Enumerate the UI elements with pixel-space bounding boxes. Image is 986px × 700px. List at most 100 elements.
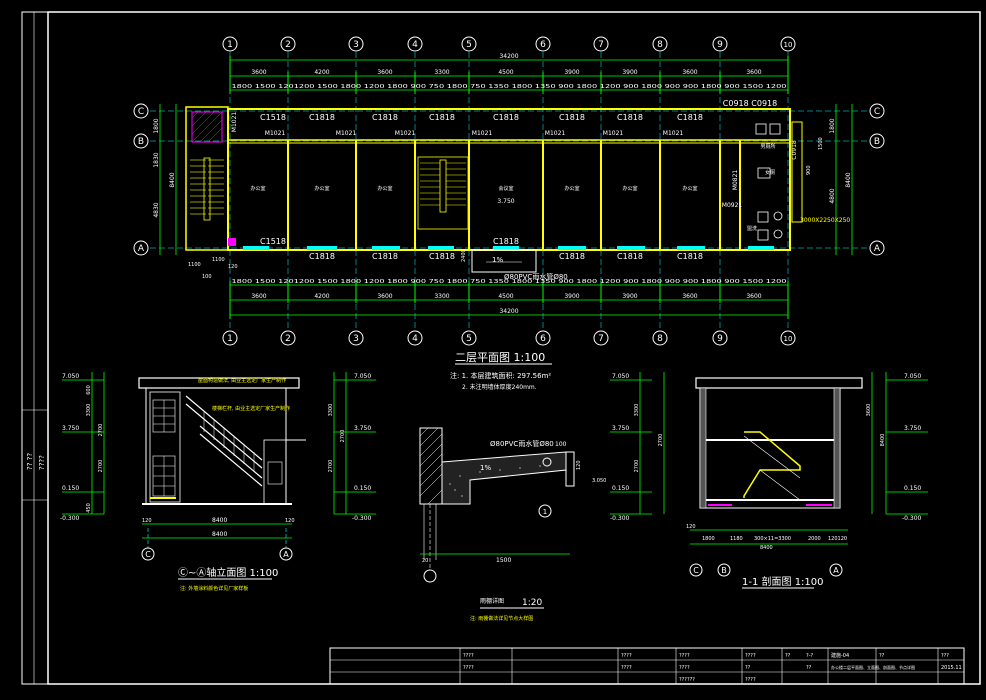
plan-left-dim-2: 1830 <box>153 152 160 167</box>
plan-left-dim-3: 4830 <box>153 202 160 217</box>
axis-label-3-bottom: 3 <box>353 334 359 344</box>
tb-cell-3: ???? <box>679 653 690 659</box>
axis-label-1-bottom: 1 <box>227 334 233 344</box>
section-level-ground-right: -0.300 <box>902 515 922 522</box>
door-label-wc2: M0921 <box>722 202 743 209</box>
elev-base-dim-2: 8400 <box>212 517 227 524</box>
axis-label-2-top: 2 <box>285 40 291 50</box>
section-dim-left-1: 3300 <box>634 404 640 417</box>
detail-note: 注: 雨棚做法详见节点大样图 <box>470 615 533 622</box>
plan-dim-bottom-3: 3600 <box>377 293 392 300</box>
plan-dim-bottom-2: 4200 <box>314 293 329 300</box>
axis-label-3-top: 3 <box>353 40 359 50</box>
elev-dim-left-3: 2700 <box>98 424 104 437</box>
window-label-bottom-2: C1818 <box>309 252 335 261</box>
plan-note-2: 2. 未注明墙体厚度240mm. <box>462 383 537 391</box>
section-dim-right-2: 8400 <box>880 434 886 447</box>
detail-dim-2: 120 <box>576 460 582 470</box>
plan-note-1: 注: 1. 本层建筑面积: 297.56m² <box>450 371 551 380</box>
axis-label-10-top: 10 <box>784 41 793 49</box>
plan-dim-bottom-9: 3600 <box>746 293 761 300</box>
plan-wc-dim-2: 900 <box>806 165 812 175</box>
elev-dim-right-2: 2700 <box>340 430 346 443</box>
tb-cell-9: ??? <box>941 653 949 659</box>
plan-dim-top-8: 3600 <box>682 69 697 76</box>
tb-cell-drawing-title: 办公楼二层平面图、立面图、剖面图、节点详图 <box>831 664 915 670</box>
window-label-bottom-1: C1518 <box>260 237 286 246</box>
plan-overall-dim-top: 34200 <box>499 53 518 60</box>
tb-cell-5: ?? <box>785 653 791 659</box>
door-label-1: M1021 <box>265 130 286 137</box>
axis-label-8-bottom: 8 <box>657 334 663 344</box>
door-label-6: M1021 <box>603 130 624 137</box>
side-binding-text-2: ???? <box>38 455 46 470</box>
elev-axis-left: C <box>145 550 151 559</box>
tb-cell-14: ?? <box>806 665 812 671</box>
room-name-5: 办公室 <box>564 185 579 192</box>
plan-right-dim-1: 1800 <box>829 118 836 133</box>
detail-tag: 1 <box>543 508 547 516</box>
plan-dim-bottom-6: 3900 <box>564 293 579 300</box>
axis-label-1-top: 1 <box>227 40 233 50</box>
elev-level-top-left: 7.050 <box>62 373 79 380</box>
section-axis-b: B <box>721 566 727 575</box>
plan-sub-dims-bottom: 1800 1500 1201200 1500 1800 1200 1800 90… <box>232 279 787 285</box>
room-name-7: 办公室 <box>682 185 697 192</box>
window-label-top-4: C1818 <box>429 113 455 122</box>
plan-side-label: 2400 <box>461 249 467 262</box>
room-name-wash: 盥洗 <box>747 225 757 232</box>
axis-label-5-top: 5 <box>466 40 472 50</box>
section-base-dim-4: 300×11=3300 <box>754 536 791 542</box>
plan-dim-top-2: 4200 <box>314 69 329 76</box>
title-block: ???? ???? ???? ???? ?? ?-? 建施-04 ?? ??? … <box>329 647 965 685</box>
axis-label-4-bottom: 4 <box>412 334 418 344</box>
elevation-title: Ⓒ~Ⓐ轴立面图 1:100 <box>178 566 278 579</box>
window-label-top-2: C1818 <box>309 113 335 122</box>
elev-axis-right: A <box>283 550 289 559</box>
plan-dim-top-5: 4500 <box>498 69 513 76</box>
elev-base-dim-1: 120 <box>142 518 152 524</box>
plan-dim-top-9: 3600 <box>746 69 761 76</box>
door-label-7: M1021 <box>663 130 684 137</box>
section-dim-left-2: 2700 <box>658 434 664 447</box>
section-level-top-left: 7.050 <box>612 373 629 380</box>
elev-level-ground-right: -0.300 <box>352 515 372 522</box>
elev-dim-right-1: 3300 <box>328 404 334 417</box>
door-label-3: M1021 <box>395 130 416 137</box>
section-level-base-left: 0.150 <box>612 485 629 492</box>
plan-slope-label: 1% <box>492 256 503 264</box>
axis-label-b-left: B <box>138 137 144 147</box>
tb-cell-6: ?-? <box>806 653 813 659</box>
tb-cell-17: ?????? <box>679 677 695 683</box>
elev-dim-left-1: 600 <box>86 385 92 395</box>
window-label-bottom-6: C1818 <box>559 252 585 261</box>
plan-right-dim-2: 4800 <box>829 188 836 203</box>
detail-dim-1: 100 <box>555 441 567 448</box>
plan-overall-dim-bottom: 34200 <box>499 308 518 315</box>
window-label-top-7: C1818 <box>617 113 643 122</box>
window-label-bottom-5: C1818 <box>493 237 519 246</box>
plan-dim-top-7: 3900 <box>622 69 637 76</box>
tb-cell-11: ???? <box>621 665 632 671</box>
detail-pipe-label: Ø80PVC雨水管Ø80 <box>490 439 554 448</box>
elev-mid-note: 楼梯栏杆, 由业主选定厂家生产制作 <box>212 405 290 412</box>
window-label-top-3: C1818 <box>372 113 398 122</box>
plan-dim-bottom-4: 3300 <box>434 293 449 300</box>
canopy-detail: 1 Ø80PVC雨水管Ø80 1% 100 120 1500 20 3.050 … <box>419 427 606 622</box>
section-level-mid-right: 3.750 <box>904 425 921 432</box>
plan-small-dim-4: 120 <box>228 264 238 270</box>
detail-title: 雨棚详图 <box>480 597 504 605</box>
axis-label-7-top: 7 <box>598 40 604 50</box>
plan-pipe-label: Ø80PVC雨水管Ø80 <box>504 272 568 281</box>
door-label-5: M1021 <box>545 130 566 137</box>
room-name-1: 办公室 <box>250 185 265 192</box>
section-base-dim-5: 2000 <box>808 536 821 542</box>
window-label-bottom-3: C1818 <box>372 252 398 261</box>
axis-label-9-top: 9 <box>717 40 723 50</box>
axis-label-2-bottom: 2 <box>285 334 291 344</box>
elev-dim-left-5: 450 <box>86 503 92 513</box>
section-dim-left-3: 2700 <box>634 460 640 473</box>
section-total-dim: 8400 <box>760 545 773 551</box>
plan-dim-bottom-5: 4500 <box>498 293 513 300</box>
